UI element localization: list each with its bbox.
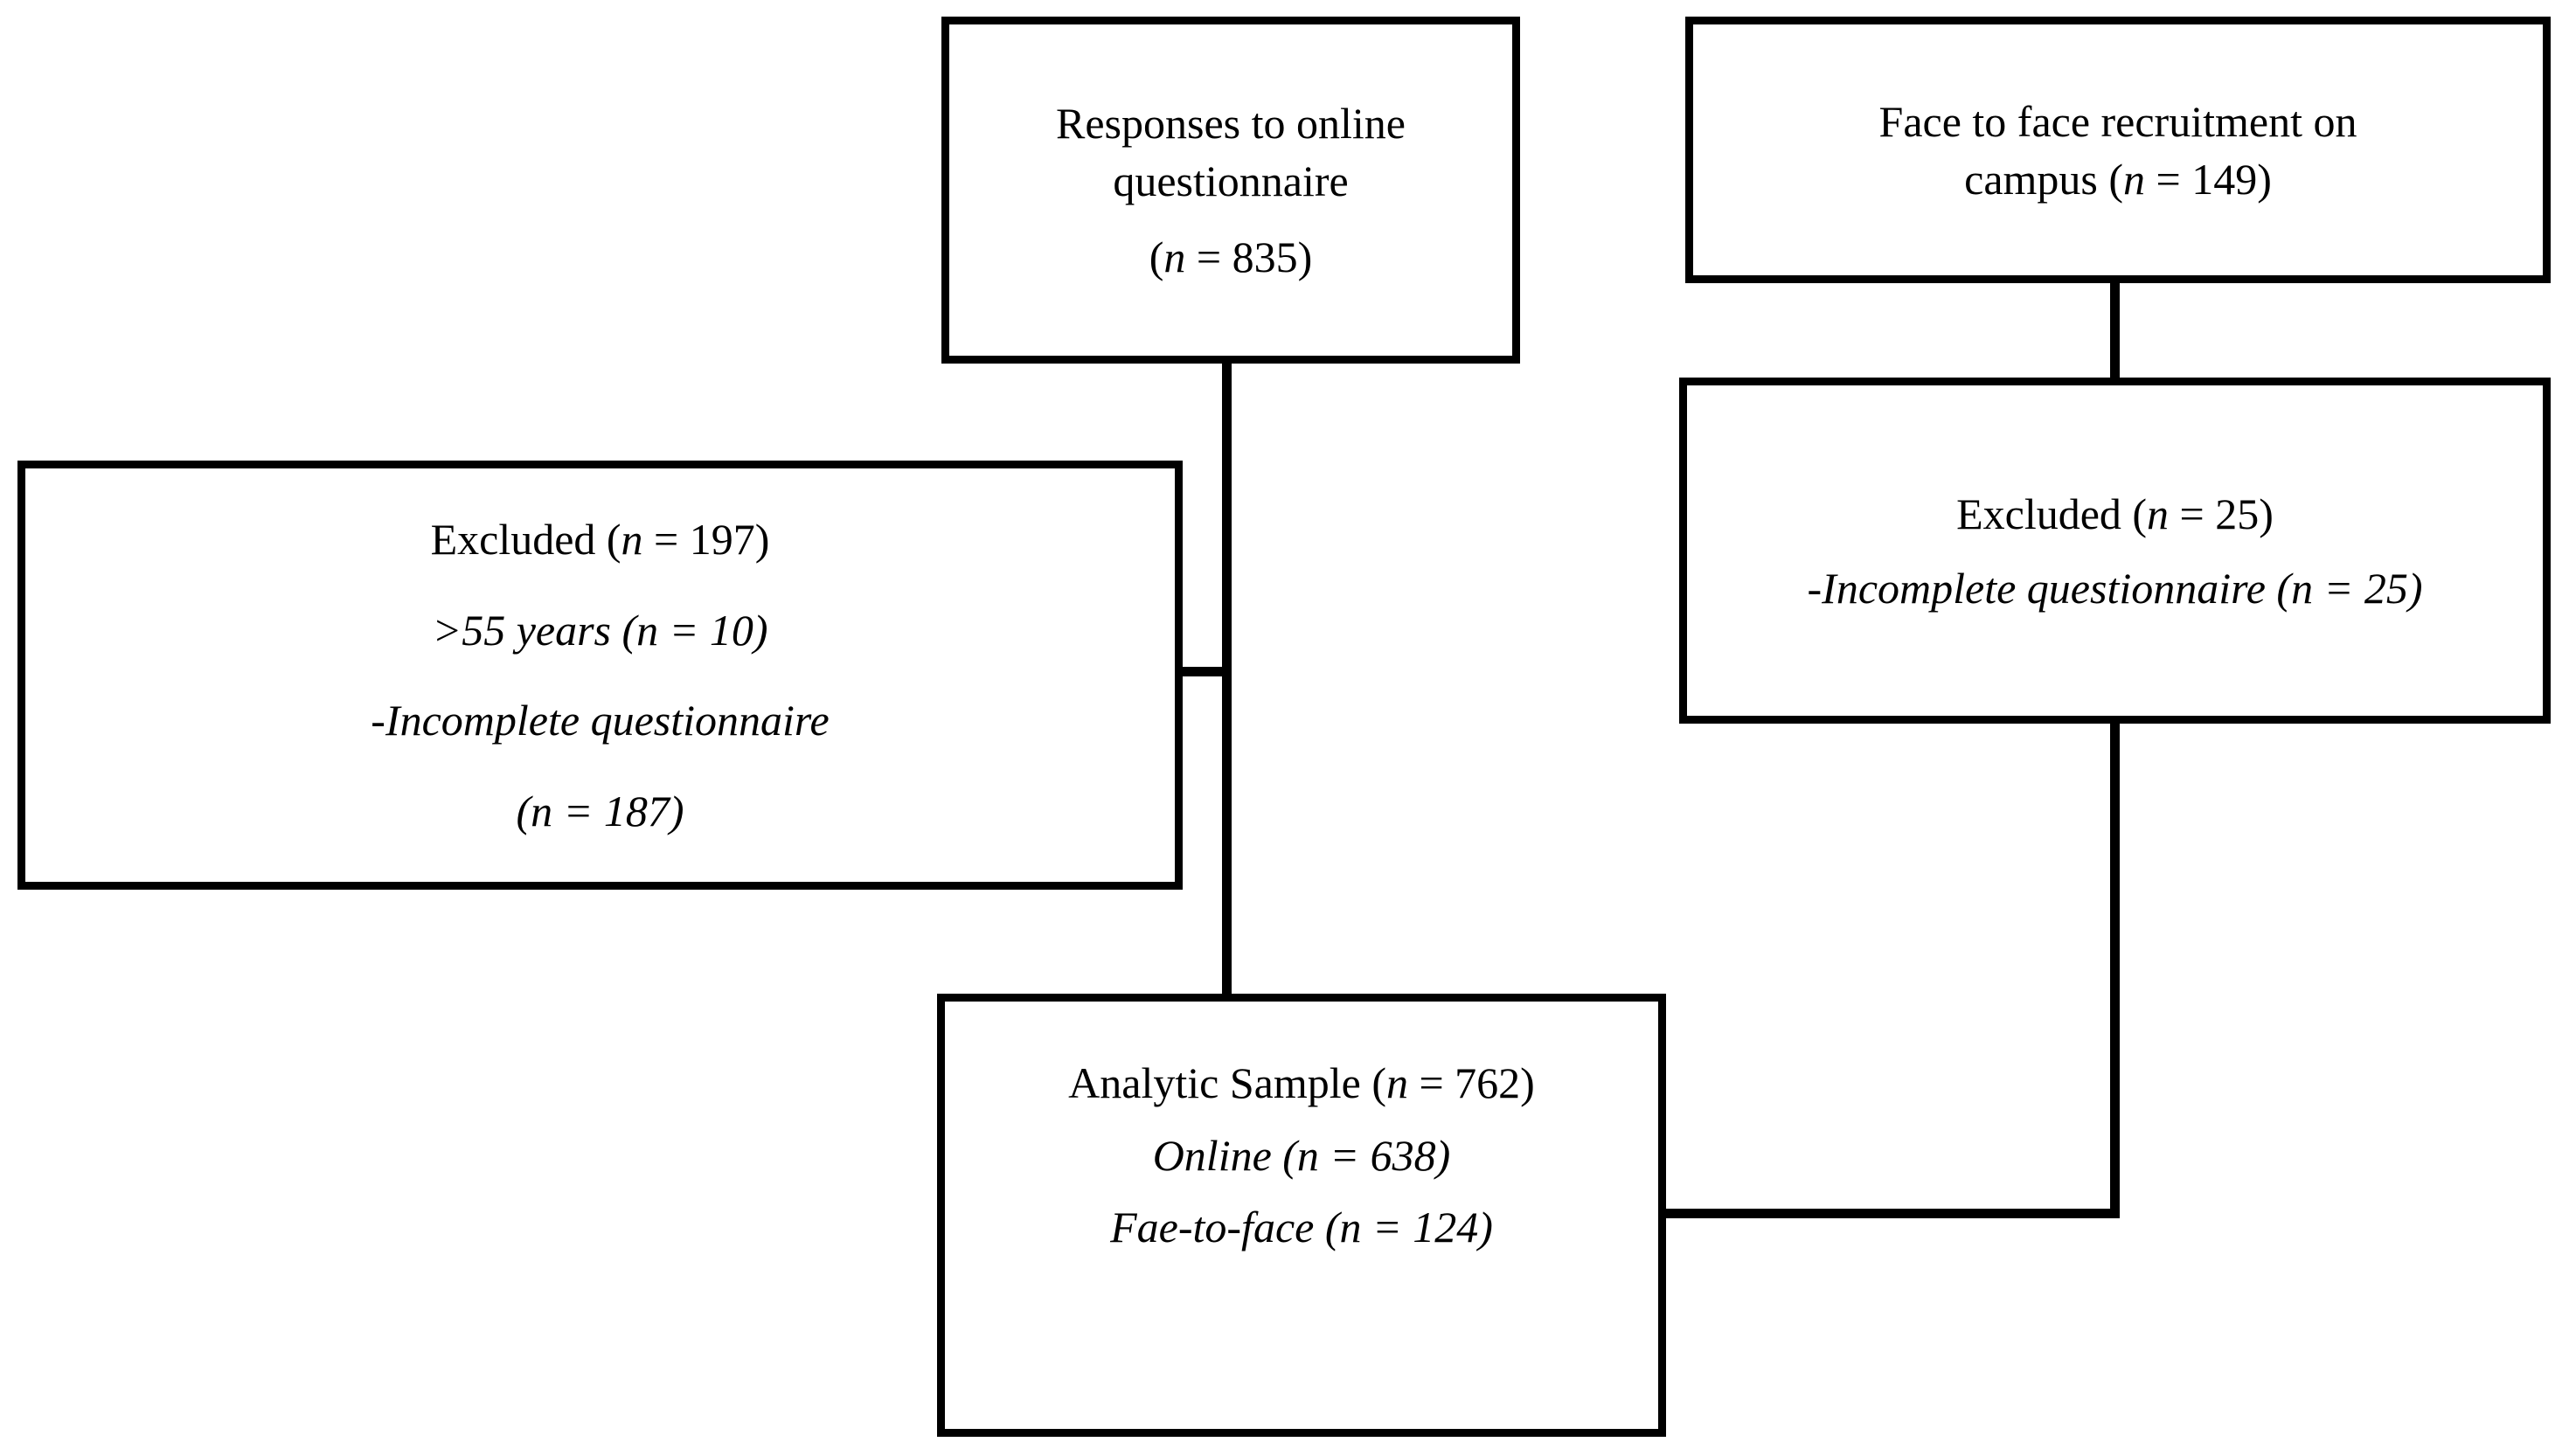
excluded-online-reason-incomplete-count: (n = 187) xyxy=(516,782,684,840)
online-responses-count: (n = 835) xyxy=(1149,228,1313,286)
count-value: = 187) xyxy=(552,787,684,836)
analytic-sample-online: Online (n = 638) xyxy=(1153,1127,1451,1184)
n-symbol: n xyxy=(1296,1130,1319,1180)
incomplete-label: -Incomplete questionnaire ( xyxy=(1807,563,2292,613)
campus-label: campus ( xyxy=(1964,154,2124,204)
excluded-online-reason-age: >55 years (n = 10) xyxy=(432,601,767,659)
f2f-recruitment-line2: campus (n = 149) xyxy=(1964,150,2272,208)
node-excluded-f2f: Excluded (n = 25) -Incomplete questionna… xyxy=(1679,378,2551,724)
count-value: = 10) xyxy=(658,605,768,655)
n-symbol: n xyxy=(621,514,643,564)
paren-open: ( xyxy=(516,787,531,836)
n-symbol: n xyxy=(531,787,553,836)
f2f-label: Fae-to-face ( xyxy=(1110,1203,1340,1251)
connector-f2f-to-excluded xyxy=(2110,278,2120,383)
connector-excluded-f2f-down xyxy=(2110,718,2120,1218)
age-label: >55 years ( xyxy=(432,605,637,655)
online-label: Online ( xyxy=(1152,1130,1297,1180)
excluded-f2f-heading: Excluded (n = 25) xyxy=(1956,485,2274,543)
connector-f2f-to-analytic xyxy=(1660,1209,2115,1218)
excluded-label: Excluded ( xyxy=(430,514,621,564)
analytic-sample-label: Analytic Sample ( xyxy=(1068,1058,1386,1107)
count-value: = 124) xyxy=(1361,1203,1493,1251)
excluded-online-reason-incomplete: -Incomplete questionnaire xyxy=(371,696,830,745)
n-symbol: n xyxy=(2147,489,2170,538)
connector-online-to-analytic xyxy=(1222,358,1232,999)
count-value: = 25) xyxy=(2169,489,2274,538)
paren-open: ( xyxy=(1149,232,1164,281)
n-symbol: n xyxy=(1163,232,1186,281)
count-value: = 762) xyxy=(1407,1058,1535,1107)
excluded-f2f-reason-incomplete: -Incomplete questionnaire (n = 25) xyxy=(1808,559,2423,617)
n-symbol: n xyxy=(2291,563,2314,613)
online-responses-line2: questionnaire xyxy=(1113,156,1349,205)
online-responses-line1: Responses to online xyxy=(1056,99,1406,148)
analytic-sample-heading: Analytic Sample (n = 762) xyxy=(1068,1054,1535,1112)
node-online-responses: Responses to online questionnaire (n = 8… xyxy=(941,17,1520,364)
connector-online-to-excluded xyxy=(1176,667,1226,676)
count-value: = 638) xyxy=(1318,1130,1451,1180)
analytic-sample-f2f: Fae-to-face (n = 124) xyxy=(1110,1198,1493,1256)
node-f2f-recruitment: Face to face recruitment on campus (n = … xyxy=(1685,17,2551,283)
node-analytic-sample: Analytic Sample (n = 762) Online (n = 63… xyxy=(937,994,1666,1437)
count-value: = 149) xyxy=(2145,154,2272,204)
node-excluded-online: Excluded (n = 197) >55 years (n = 10) -I… xyxy=(17,461,1183,890)
count-value: = 835) xyxy=(1185,232,1313,281)
f2f-recruitment-line1: Face to face recruitment on xyxy=(1878,96,2357,146)
n-symbol: n xyxy=(1339,1203,1362,1251)
n-symbol: n xyxy=(2123,154,2146,204)
count-value: = 197) xyxy=(642,514,770,564)
count-value: = 25) xyxy=(2313,563,2423,613)
n-symbol: n xyxy=(1385,1058,1408,1107)
n-symbol: n xyxy=(636,605,659,655)
excluded-label: Excluded ( xyxy=(1956,489,2148,538)
excluded-online-heading: Excluded (n = 197) xyxy=(431,510,770,568)
